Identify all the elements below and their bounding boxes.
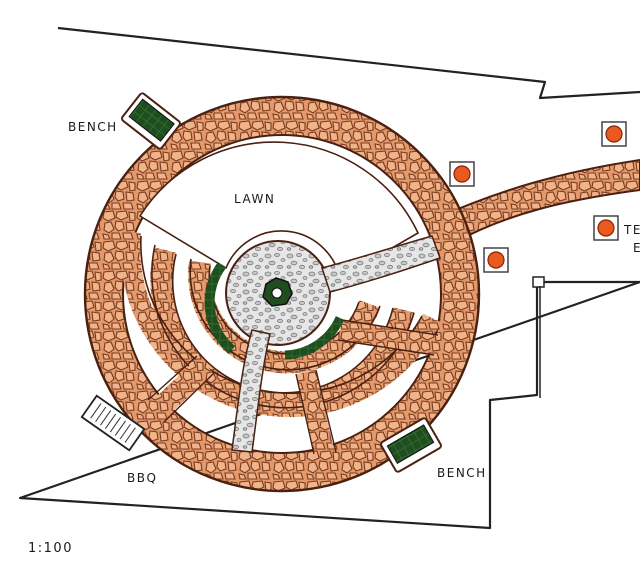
gravel-path-east <box>321 235 441 293</box>
lamp-4 <box>483 247 509 273</box>
label-bench-top: BENCH <box>68 120 118 134</box>
lamp-1 <box>449 161 475 187</box>
terrace-path <box>430 158 640 246</box>
label-scale: 1:100 <box>28 541 73 556</box>
outer-ring-path <box>85 97 479 491</box>
lawn-area <box>138 141 420 280</box>
central-hedge <box>204 261 236 354</box>
bench-top <box>121 92 181 150</box>
central-planter <box>262 277 293 307</box>
lamp-3 <box>593 215 619 241</box>
wall-post <box>532 276 545 288</box>
bench-bottom <box>380 417 442 473</box>
label-e-partial: E <box>633 241 640 255</box>
lamp-2 <box>601 121 627 147</box>
label-te-partial: TE <box>623 223 640 237</box>
label-lawn: LAWN <box>234 192 275 206</box>
gravel-path-southwest <box>231 329 271 453</box>
bbq-unit <box>80 394 146 452</box>
label-bbq: BBQ <box>127 471 157 485</box>
label-bench-bottom: BENCH <box>437 466 487 480</box>
